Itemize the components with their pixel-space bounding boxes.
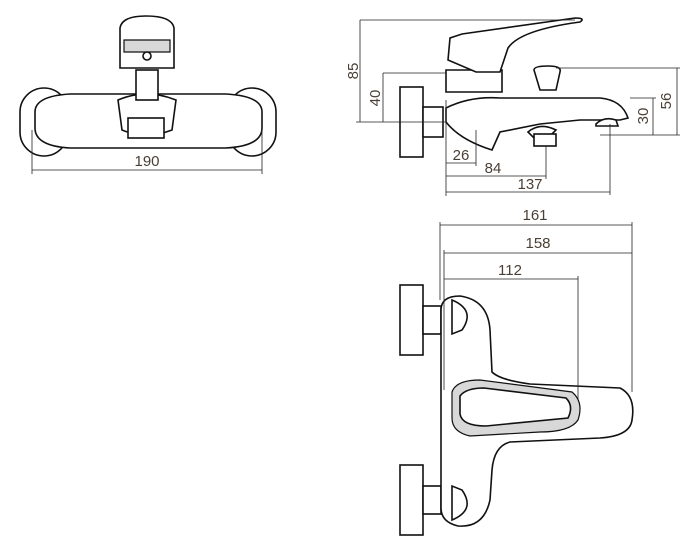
inlet-cap-lower [451, 484, 468, 522]
spout-outlet [127, 117, 165, 139]
diverter-knob-side [533, 65, 562, 91]
dim-190: 190 [134, 153, 159, 170]
dim-112: 112 [498, 262, 522, 279]
lever-screw [142, 51, 152, 61]
lever-handle-side [447, 17, 583, 73]
dim-161: 161 [522, 207, 547, 224]
side-view: 85 40 26 84 137 56 30 [345, 17, 680, 196]
diverter-knob [135, 69, 159, 101]
dim-137: 137 [517, 176, 542, 193]
connector-top-upper [422, 305, 442, 335]
wall-flange-top-lower [399, 464, 424, 536]
lever-inner [459, 387, 572, 427]
lever-band [123, 39, 171, 53]
aerator-side [595, 117, 620, 127]
dim-56: 56 [658, 93, 675, 110]
dim-30: 30 [635, 108, 652, 125]
body-side [445, 69, 503, 93]
dim-26: 26 [453, 147, 470, 164]
dim-158: 158 [525, 235, 550, 252]
spout-side [445, 96, 630, 151]
front-view: 190 [19, 15, 277, 174]
wall-flange-top-upper [399, 284, 424, 356]
dim-40: 40 [367, 90, 384, 107]
inlet-cap-upper [451, 298, 468, 336]
top-view: 161 158 112 [399, 207, 634, 536]
connector-top-lower [422, 485, 442, 515]
diverter-outlet [533, 133, 557, 147]
dim-85: 85 [345, 63, 362, 80]
dim-84: 84 [485, 160, 502, 177]
